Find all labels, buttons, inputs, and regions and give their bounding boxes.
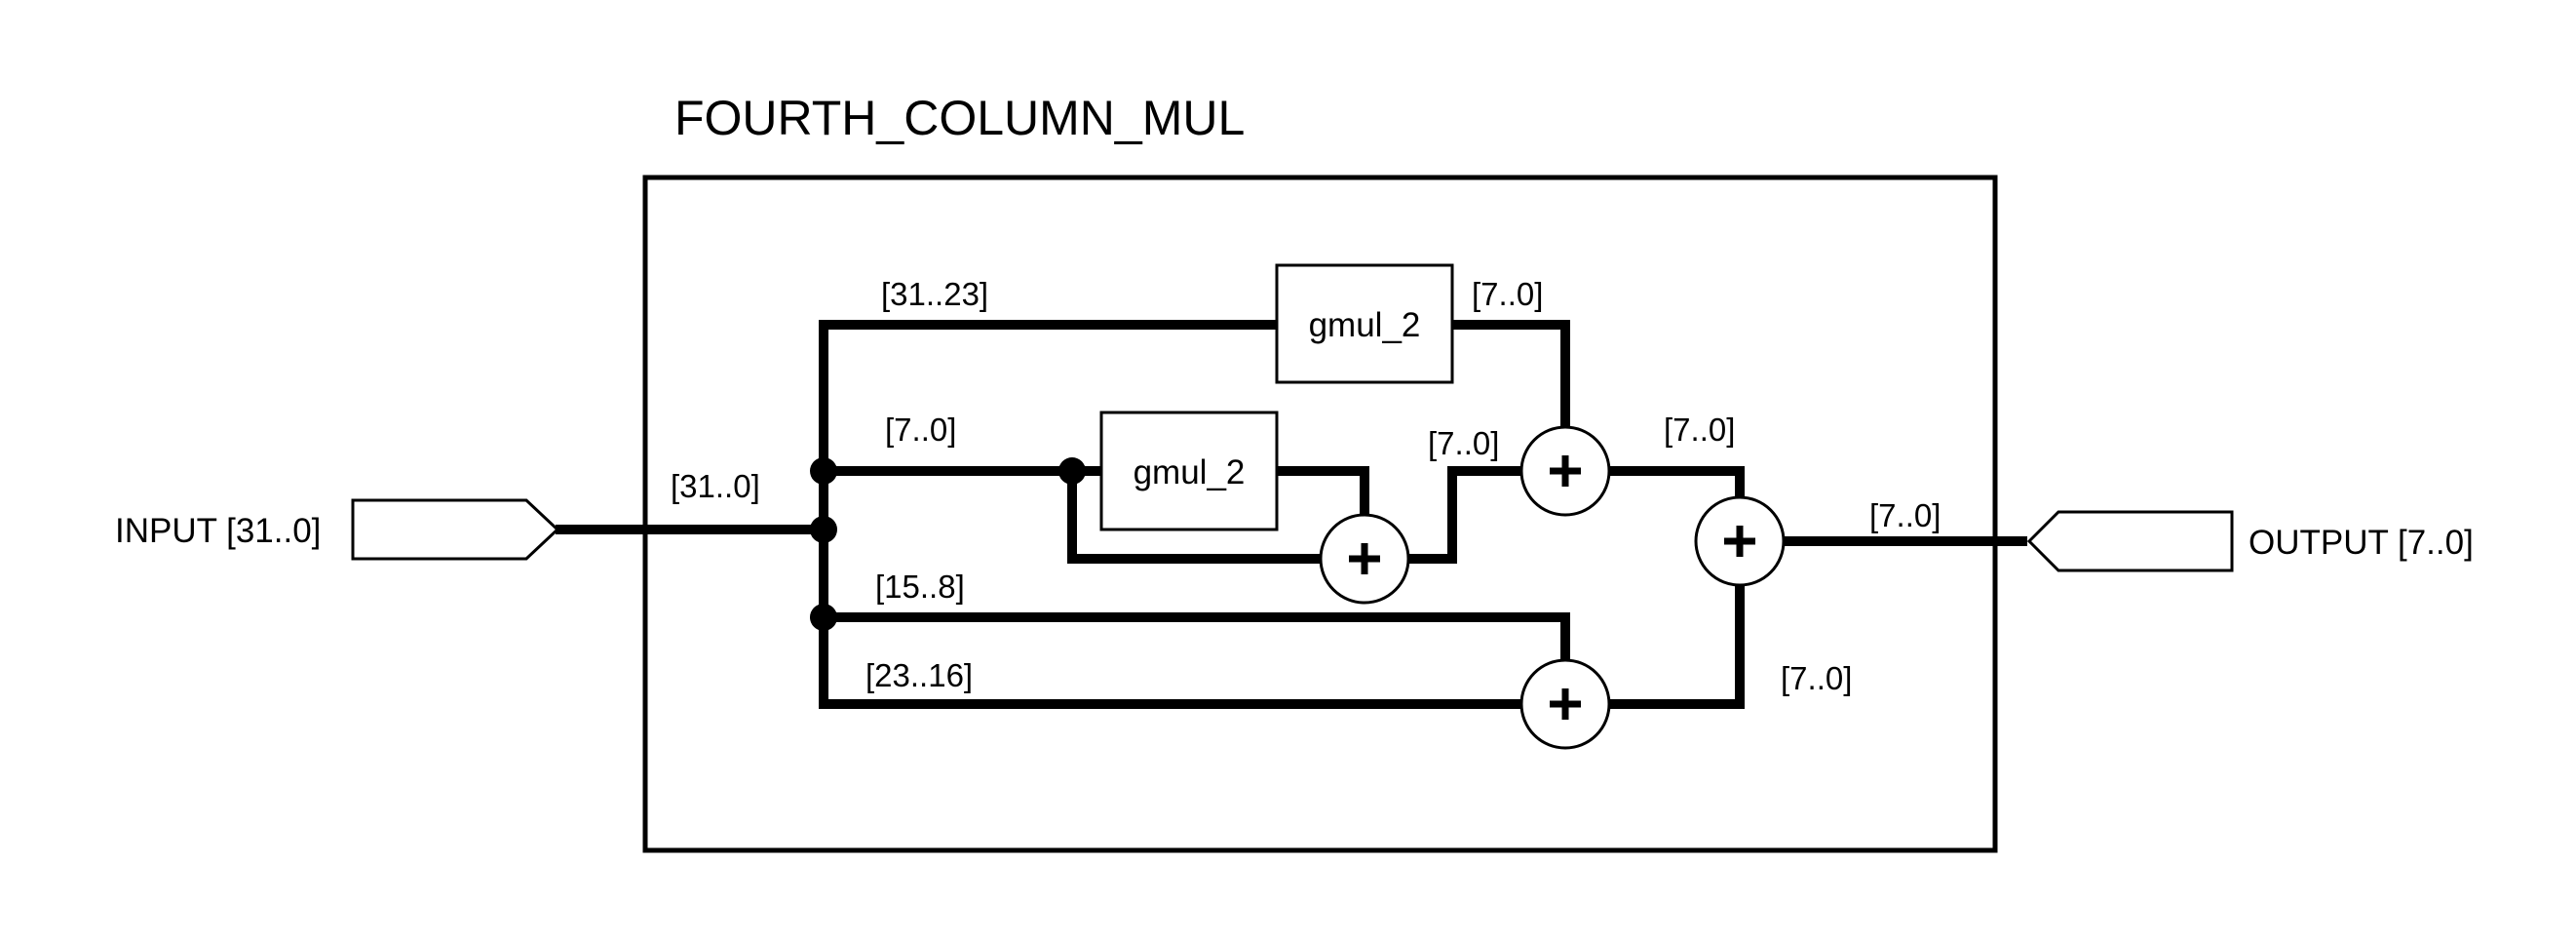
bus-label-adder-top-out: [7..0] [1664, 412, 1735, 448]
gmul-block-mid-label: gmul_2 [1134, 453, 1246, 491]
wire-byte1-slice [824, 612, 1570, 660]
wire-adder-top-out [1609, 466, 1745, 497]
adder-bottom [1519, 658, 1611, 750]
adder-mid [1319, 513, 1410, 605]
adder-top [1519, 425, 1611, 517]
input-port-label: INPUT [31..0] [115, 512, 321, 550]
junction-dot [810, 604, 837, 631]
input-port [351, 498, 560, 561]
wire-adder-bottom-out [1609, 585, 1745, 709]
output-port [2026, 510, 2234, 572]
bus-label-output: [7..0] [1869, 497, 1941, 533]
bus-label-top-slice: [31..23] [881, 276, 988, 312]
junction-dot [810, 457, 837, 485]
bus-label-mid-slice: [7..0] [885, 412, 956, 448]
bus-label-byte1-slice: [15..8] [875, 569, 965, 605]
junction-dot [1058, 457, 1086, 485]
gmul-block-top [1275, 263, 1454, 384]
bus-label-adder-mid-out: [7..0] [1428, 425, 1499, 461]
wires [556, 320, 2027, 709]
bus-label-input: [31..0] [671, 468, 760, 504]
output-port-label: OUTPUT [7..0] [2249, 524, 2474, 562]
wire-adder-mid-out [1408, 466, 1521, 564]
bus-label-byte2-slice: [23..16] [865, 657, 973, 693]
wire-gmul-top-out [1452, 320, 1570, 434]
bus-label-gmul-top-out: [7..0] [1472, 276, 1543, 312]
junction-dot [810, 516, 837, 543]
diagram-title: FOURTH_COLUMN_MUL [674, 91, 1245, 145]
wire-gmul-mid-out [1275, 466, 1369, 517]
bus-label-adder-bottom-out: [7..0] [1781, 660, 1852, 696]
wire-bypass [1067, 471, 1321, 564]
adder-final [1694, 495, 1786, 587]
module-frame [642, 175, 1998, 853]
gmul-block-top-label: gmul_2 [1309, 306, 1421, 344]
gmul-block-mid [1099, 411, 1279, 531]
